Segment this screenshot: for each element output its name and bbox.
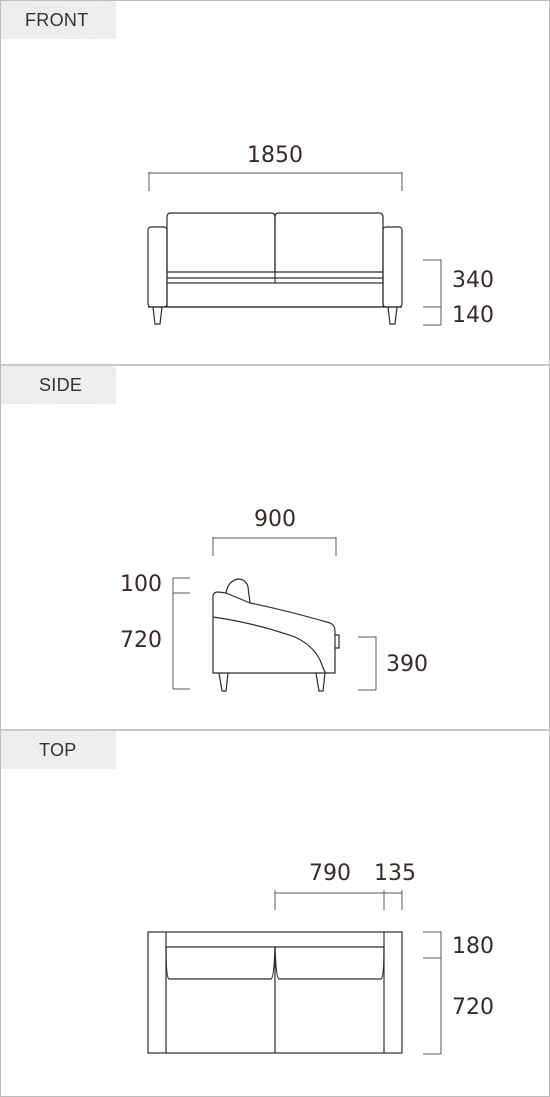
back-height-dimension bbox=[172, 593, 190, 690]
seat-cushion-right-top bbox=[274, 946, 385, 980]
sofa-base bbox=[166, 282, 384, 308]
front-view-drawing: 1850 340 140 bbox=[147, 143, 494, 328]
width-dimension-line bbox=[148, 172, 403, 191]
left-arm bbox=[147, 226, 168, 308]
back-depth-dimension bbox=[423, 931, 442, 959]
side-view-label: SIDE bbox=[1, 366, 116, 404]
back-cushion-dimension bbox=[172, 577, 190, 594]
back-cushion-left bbox=[166, 212, 276, 272]
back-height-label: 720 bbox=[120, 628, 162, 653]
back-leg bbox=[315, 672, 326, 692]
seat-cushion bbox=[166, 271, 384, 283]
seat-depth-label: 720 bbox=[452, 995, 494, 1020]
seat-width-label: 790 bbox=[309, 861, 351, 886]
arm-height-label: 390 bbox=[386, 652, 428, 677]
arm-height-dimension bbox=[358, 636, 377, 691]
back-depth-label: 180 bbox=[452, 934, 494, 959]
right-arm bbox=[382, 226, 403, 308]
depth-label: 900 bbox=[254, 507, 296, 532]
seat-cushion-left-top bbox=[165, 946, 276, 980]
top-view-drawing: 790 135 180 720 bbox=[147, 861, 494, 1055]
leg-height-label: 140 bbox=[452, 303, 494, 328]
left-leg bbox=[152, 306, 163, 325]
front-view-label: FRONT bbox=[1, 1, 116, 39]
seat-width-dimension bbox=[274, 890, 385, 910]
back-cushion-right bbox=[274, 212, 384, 272]
front-leg bbox=[218, 672, 229, 692]
side-view-drawing: 900 100 720 390 bbox=[120, 507, 428, 692]
arm-width-dimension bbox=[384, 890, 403, 910]
seat-depth-dimension bbox=[423, 958, 442, 1055]
divider-side-top bbox=[1, 729, 549, 731]
back-cushion-label: 100 bbox=[120, 572, 162, 597]
top-view-label: TOP bbox=[1, 731, 116, 769]
seat-height-label: 340 bbox=[452, 268, 494, 293]
arm-width-label: 135 bbox=[374, 861, 416, 886]
leg-height-dimension bbox=[423, 307, 442, 326]
divider-front-side bbox=[1, 364, 549, 366]
depth-dimension-line bbox=[212, 537, 337, 556]
sofa-side-profile bbox=[212, 578, 336, 674]
seat-height-dimension bbox=[423, 259, 442, 308]
width-label: 1850 bbox=[247, 143, 303, 168]
right-leg bbox=[387, 306, 398, 325]
